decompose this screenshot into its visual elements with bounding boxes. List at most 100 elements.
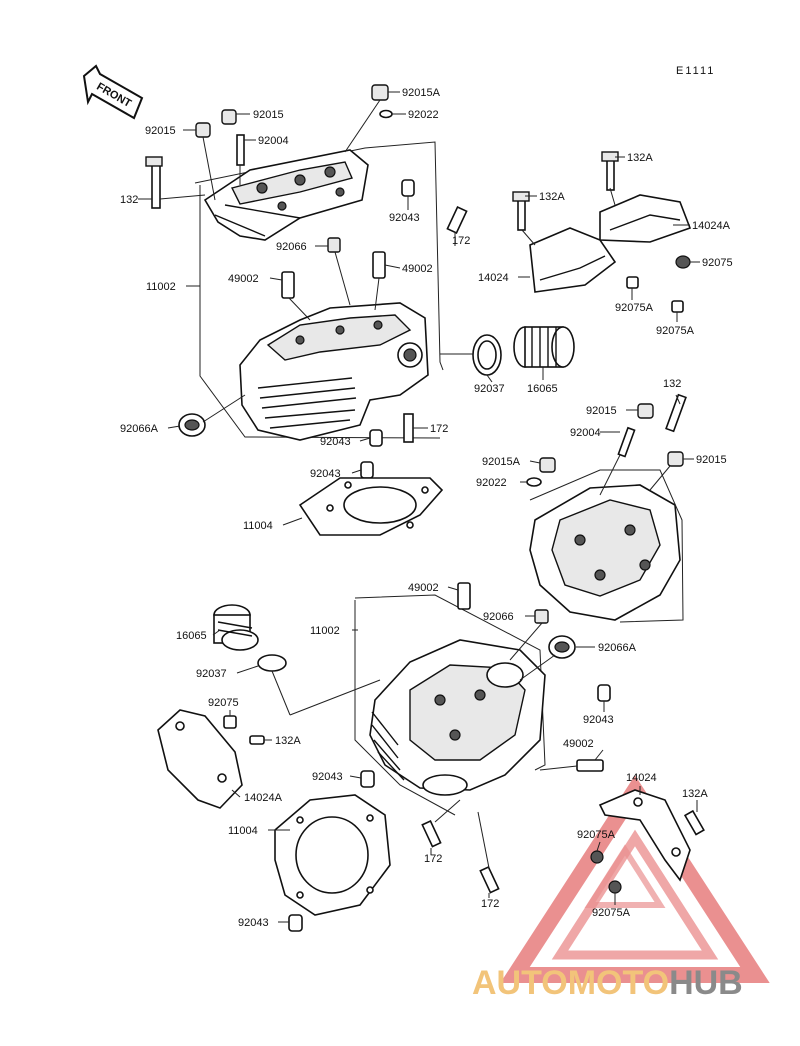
part-label: 92037 (474, 383, 505, 395)
head-gasket-11004-bot (274, 794, 391, 916)
front-arrow-icon: FRONT (82, 64, 144, 120)
part-label: 11002 (146, 281, 176, 293)
head-gasket-11004-top (298, 477, 444, 536)
cover-14024-top (529, 227, 617, 293)
dowel-92043-mid2 (360, 461, 374, 479)
part-label: 92043 (312, 771, 343, 783)
bolt-132-top (145, 156, 163, 209)
plug-92066A-bot (548, 635, 576, 659)
part-label: 132A (682, 788, 708, 800)
dowel-92043-top (401, 179, 415, 197)
bolt-132A-top2 (512, 191, 530, 231)
nut-92075A-bot2 (608, 880, 622, 894)
part-label: 132 (120, 194, 138, 206)
pipe-49002-bot2 (576, 759, 604, 772)
part-label: 132 (663, 378, 681, 390)
plug-92066A-top (178, 413, 206, 437)
nut-92075A-top2 (671, 300, 684, 313)
part-label: 172 (481, 898, 499, 910)
part-label: 92075A (592, 907, 631, 919)
part-label: 92022 (476, 477, 507, 489)
plug-92066-top (327, 237, 341, 253)
part-label: 92043 (389, 212, 420, 224)
part-label: 172 (430, 423, 448, 435)
part-label: 49002 (228, 273, 259, 285)
cover-14024A-top (599, 194, 692, 243)
part-label: 14024 (478, 272, 509, 284)
stud-92004-top (236, 134, 245, 166)
part-label: 172 (452, 235, 470, 247)
nut-92075-top (675, 255, 691, 269)
rocker-cover-right (529, 484, 681, 621)
stud-172-top (446, 205, 468, 235)
clamp-92037-top (472, 334, 502, 376)
washer-92022-top (379, 109, 393, 119)
part-label: 92075A (615, 302, 654, 314)
part-label: 92022 (408, 109, 439, 121)
bolt-132-right (665, 393, 687, 433)
part-label: 11004 (243, 520, 273, 532)
part-label: 92043 (583, 714, 614, 726)
part-label: 92075 (208, 697, 239, 709)
cylinder-head-top (239, 302, 429, 441)
part-label: 49002 (402, 263, 433, 275)
nut-92075A-bot1 (590, 850, 604, 864)
cap-nut-92015A-right (539, 457, 556, 473)
cylinder-head-bottom (369, 639, 546, 796)
cover-14024-bot (598, 789, 691, 882)
bolt-132A-top1 (601, 151, 619, 191)
part-label: 132A (539, 191, 565, 203)
part-label: 11002 (310, 625, 340, 637)
dowel-92043-bot3 (288, 914, 303, 932)
leader-lines (138, 91, 700, 923)
part-label: 92075A (656, 325, 695, 337)
part-label: 92066 (276, 241, 307, 253)
part-label: 11004 (228, 825, 258, 837)
part-label: 92004 (258, 135, 289, 147)
dowel-92043-bot1 (597, 684, 611, 702)
pipe-16065-top (513, 326, 575, 368)
cap-nut-92015-right2 (667, 451, 684, 467)
svg-text:AUTOMOTOHUB: AUTOMOTOHUB (472, 964, 743, 1002)
bolt-132A-bot (249, 735, 265, 745)
stud-92004-right (617, 426, 636, 458)
part-label: 14024 (626, 772, 657, 784)
bolt-132A-bot2 (683, 809, 705, 836)
part-label: 14024A (692, 220, 731, 232)
dowel-92043-bot2 (360, 770, 375, 788)
cap-nut-92015-left (195, 122, 211, 138)
plug-92066-bot (534, 609, 549, 624)
pipe-49002-tr (372, 251, 386, 279)
cap-nut-92015-top (221, 109, 237, 125)
part-label: 132A (275, 735, 301, 747)
washer-92022-right (526, 477, 542, 487)
part-label: 92015 (145, 125, 176, 137)
stud-172-bot2 (479, 865, 500, 894)
part-label: 92004 (570, 427, 601, 439)
part-label: 92015 (586, 405, 617, 417)
part-label: 16065 (527, 383, 558, 395)
cap-nut-92015A-top (371, 84, 389, 101)
cap-nut-92015-right1 (637, 403, 654, 419)
watermark-logo (500, 775, 770, 983)
nut-92075A-top1 (626, 276, 639, 289)
clamp-92037-bot (257, 654, 287, 672)
cover-14024A-bot (157, 709, 243, 809)
part-label: 92015A (482, 456, 521, 468)
part-label: 49002 (563, 738, 594, 750)
dowel-92043-mid1 (369, 429, 383, 447)
part-label: 92015A (402, 87, 441, 99)
part-label: 92075 (702, 257, 733, 269)
part-label: 14024A (244, 792, 283, 804)
stud-172-mid (403, 413, 414, 443)
part-label: 92075A (577, 829, 616, 841)
watermark-text: AUTOMOTOHUB (472, 964, 743, 1002)
part-label: 92043 (320, 436, 351, 448)
rocker-cover-top (203, 149, 369, 241)
part-label: 16065 (176, 630, 207, 642)
part-label: 92066 (483, 611, 514, 623)
part-label: 92043 (310, 468, 341, 480)
part-label: 92066A (120, 423, 159, 435)
part-label: 92015 (253, 109, 284, 121)
